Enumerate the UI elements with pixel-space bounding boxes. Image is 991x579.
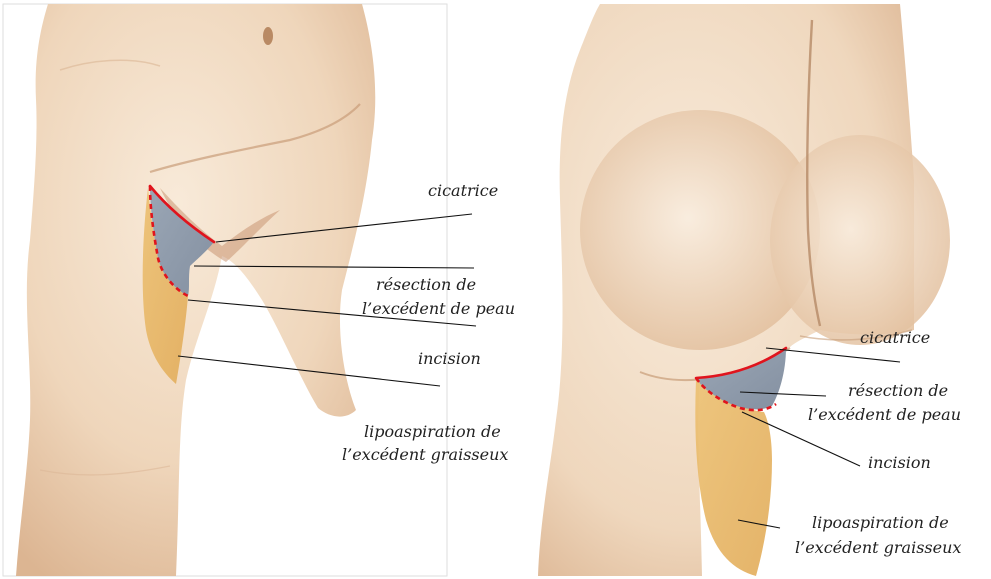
left-label-lipo-2: l’excédent graisseux (342, 445, 508, 464)
left-label-resection-1: résection de (376, 275, 476, 294)
left-label-lipo-1: lipoaspiration de (364, 422, 501, 441)
right-label-incision: incision (868, 453, 931, 472)
right-label-scar: cicatrice (860, 328, 930, 347)
right-label-lipo-2: l’excédent graisseux (795, 538, 961, 557)
left-label-incision: incision (418, 349, 481, 368)
right-buttock (770, 135, 950, 345)
right-view: cicatrice résection de l’excédent de pea… (538, 4, 961, 576)
right-label-lipo-1: lipoaspiration de (812, 513, 949, 532)
right-scar-leader (766, 348, 900, 362)
left-label-resection-2: l’excédent de peau (362, 299, 515, 318)
right-label-resection-2: l’excédent de peau (808, 405, 961, 424)
left-view: cicatrice résection de l’excédent de pea… (3, 4, 515, 576)
navel (263, 27, 273, 45)
left-label-scar: cicatrice (428, 181, 498, 200)
right-label-resection-1: résection de (848, 381, 948, 400)
